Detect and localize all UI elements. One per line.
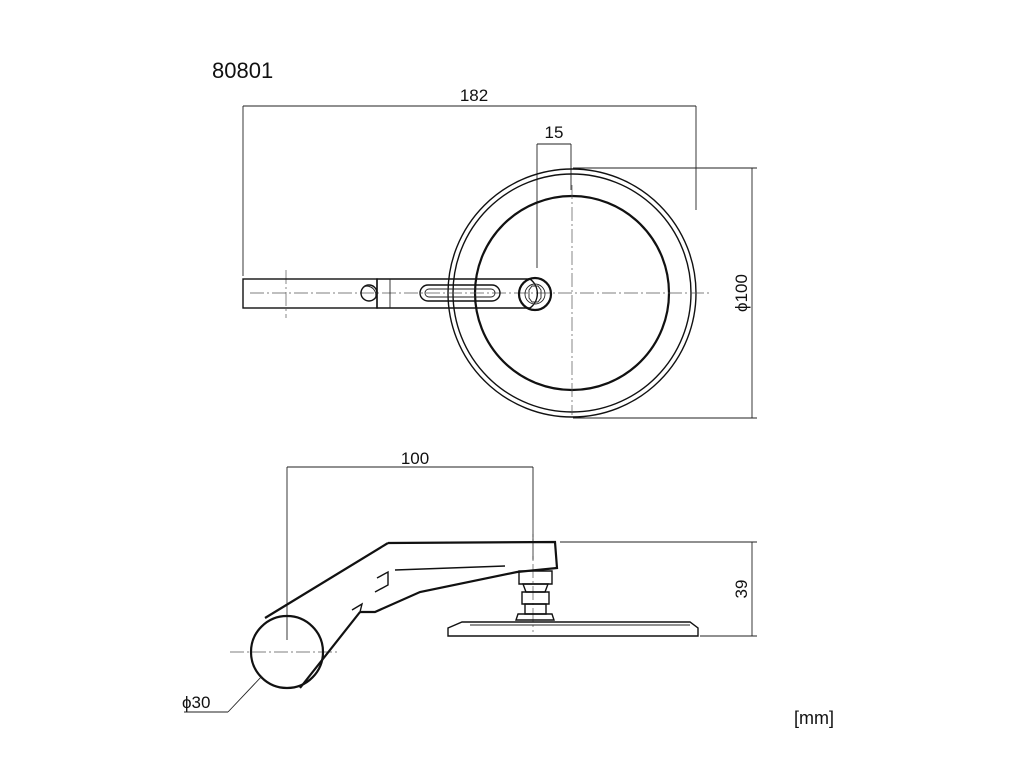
bar-clamp bbox=[249, 542, 389, 690]
units-label: [mm] bbox=[794, 708, 834, 728]
dim-height: 39 bbox=[560, 541, 757, 637]
top-view: 182 15 ϕ100 bbox=[242, 86, 757, 419]
mirror-arm bbox=[242, 276, 553, 312]
dim-overall-length-label: 182 bbox=[460, 86, 488, 105]
dim-mirror-diameter-label: ϕ100 bbox=[732, 274, 751, 312]
dim-reach: 100 bbox=[286, 449, 534, 640]
swivel-stem bbox=[515, 570, 555, 621]
side-arm bbox=[351, 540, 559, 614]
dim-bar-diameter: ϕ30 bbox=[182, 675, 263, 713]
dim-bar-diameter-label: ϕ30 bbox=[182, 693, 210, 712]
dim-offset-label: 15 bbox=[545, 123, 564, 142]
side-view: 100 39 bbox=[182, 449, 757, 713]
dim-offset: 15 bbox=[536, 123, 572, 268]
mirror-plate bbox=[447, 621, 699, 637]
part-number: 80801 bbox=[212, 58, 273, 83]
dim-mirror-diameter: ϕ100 bbox=[573, 167, 757, 419]
dim-overall-length: 182 bbox=[242, 86, 697, 276]
dim-height-label: 39 bbox=[732, 580, 751, 599]
dim-reach-label: 100 bbox=[401, 449, 429, 468]
